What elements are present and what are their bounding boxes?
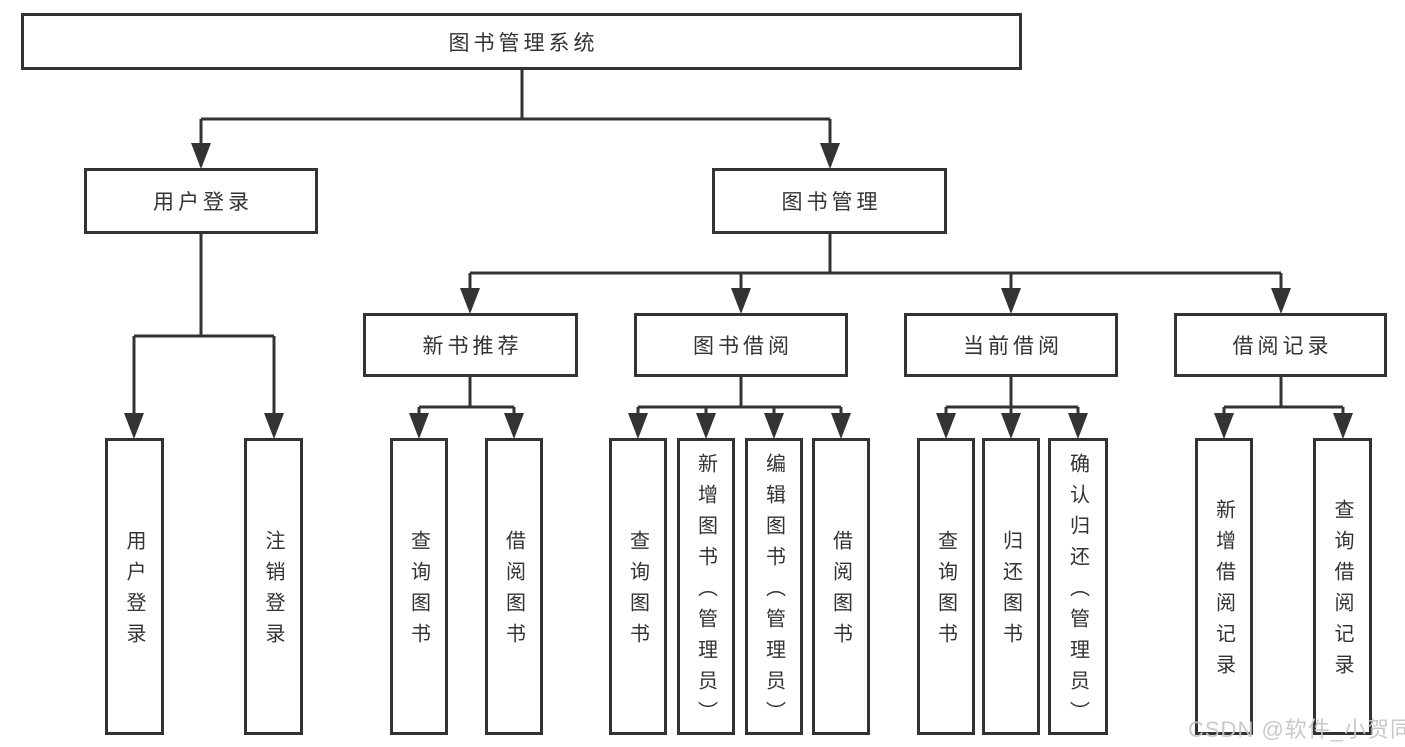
leaf-user-login: 用户登录 xyxy=(105,438,164,735)
leaf-borrow-books: 借阅图书 xyxy=(812,438,870,735)
leaf-query-books-recommend-label: 查询图书 xyxy=(407,530,430,654)
leaf-borrow-books-label: 借阅图书 xyxy=(829,530,852,654)
leaf-add-book-admin: 新增图书（管理员） xyxy=(677,438,735,735)
connector-borrow-to-leaves xyxy=(636,377,843,434)
node-user-login-label: 用户登录 xyxy=(153,191,253,214)
leaf-logout-label: 注销登录 xyxy=(262,530,284,654)
node-book-borrow: 图书借阅 xyxy=(634,313,848,377)
node-book-management-label: 图书管理 xyxy=(781,191,882,214)
leaf-borrow-books-recommend-label: 借阅图书 xyxy=(502,530,525,654)
leaf-return-book-label: 归还图书 xyxy=(999,530,1022,654)
leaf-query-books-current: 查询图书 xyxy=(917,438,975,735)
leaf-add-borrow-record-label: 新增借阅记录 xyxy=(1212,499,1235,685)
connector-userlogin-to-leaves xyxy=(132,234,276,434)
leaf-query-books-recommend: 查询图书 xyxy=(390,438,448,735)
connector-root-to-level2 xyxy=(199,70,832,166)
leaf-query-borrow-record: 查询借阅记录 xyxy=(1313,438,1372,735)
csdn-watermark: CSDN @软件_小贺同学 xyxy=(1188,717,1405,742)
node-current-borrow-label: 当前借阅 xyxy=(963,335,1063,358)
leaf-edit-book-admin: 编辑图书（管理员） xyxy=(745,438,803,735)
leaf-confirm-return-admin: 确认归还（管理员） xyxy=(1048,438,1108,735)
leaf-query-books-borrow-label: 查询图书 xyxy=(626,530,649,654)
node-library-system-label: 图书管理系统 xyxy=(448,31,599,55)
node-book-borrow-label: 图书借阅 xyxy=(693,335,793,358)
leaf-query-books-current-label: 查询图书 xyxy=(934,530,957,654)
leaf-return-book: 归还图书 xyxy=(982,438,1040,735)
leaf-edit-book-admin-label: 编辑图书（管理员） xyxy=(762,452,785,732)
leaf-logout: 注销登录 xyxy=(244,438,303,735)
leaf-query-borrow-record-label: 查询借阅记录 xyxy=(1331,499,1353,685)
node-user-login: 用户登录 xyxy=(84,168,318,234)
node-new-book-recommend-label: 新书推荐 xyxy=(422,335,523,358)
node-borrow-records: 借阅记录 xyxy=(1174,313,1387,377)
node-borrow-records-label: 借阅记录 xyxy=(1232,335,1333,358)
connector-newbook-to-leaves xyxy=(417,377,516,434)
leaf-add-book-admin-label: 新增图书（管理员） xyxy=(694,452,717,732)
leaf-user-login-label: 用户登录 xyxy=(123,530,145,654)
node-book-management: 图书管理 xyxy=(712,168,947,234)
node-current-borrow: 当前借阅 xyxy=(904,313,1118,377)
leaf-query-books-borrow: 查询图书 xyxy=(609,438,667,735)
node-library-system: 图书管理系统 xyxy=(21,13,1022,70)
connector-bookmgmt-to-level3 xyxy=(468,234,1283,310)
connector-records-to-leaves xyxy=(1222,377,1345,434)
leaf-borrow-books-recommend: 借阅图书 xyxy=(485,438,543,735)
leaf-confirm-return-admin-label: 确认归还（管理员） xyxy=(1066,452,1089,732)
node-new-book-recommend: 新书推荐 xyxy=(363,313,578,377)
leaf-add-borrow-record: 新增借阅记录 xyxy=(1195,438,1253,735)
